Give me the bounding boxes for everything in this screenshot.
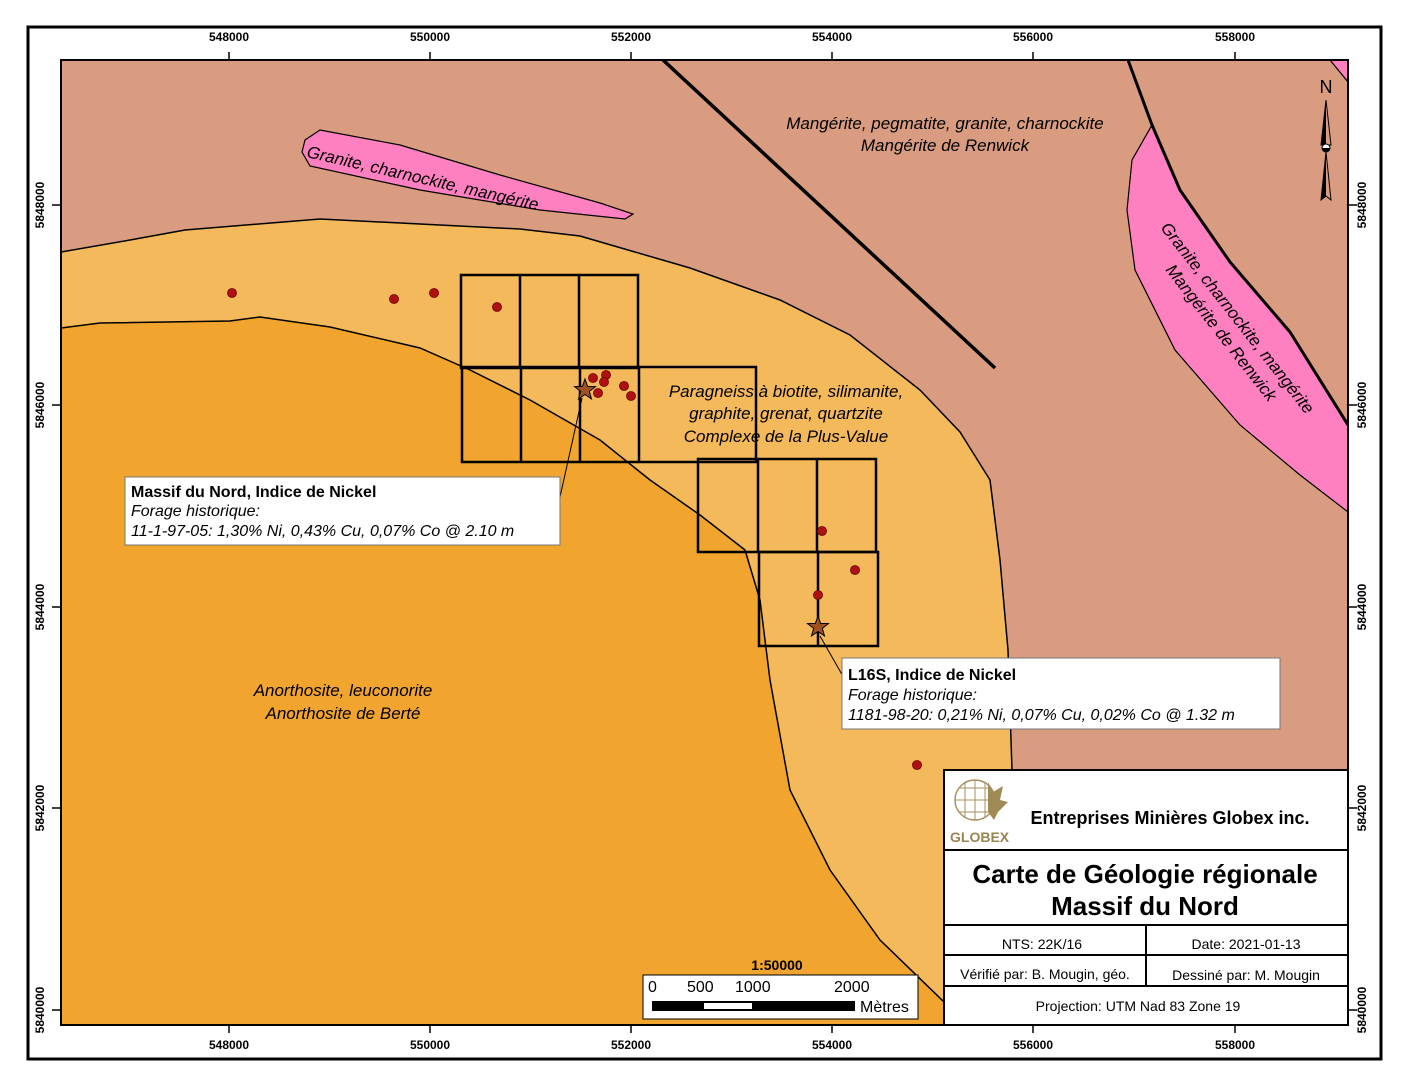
- showing-subtitle: Forage historique:: [848, 687, 977, 704]
- callout-leader: [559, 397, 583, 498]
- x-tick-label: 552000: [611, 1038, 651, 1052]
- x-tick-label: 548000: [209, 1038, 249, 1052]
- showing-result: 11-1-97-05: 1,30% Ni, 0,43% Cu, 0,07% Co…: [131, 523, 514, 540]
- label-paragneiss-line3: Complexe de la Plus-Value: [684, 427, 888, 446]
- showing-stars: [573, 377, 830, 638]
- map-inner-frame: [60, 59, 1349, 1026]
- projection: Projection: UTM Nad 83 Zone 19: [1036, 998, 1241, 1014]
- map-date: Date: 2021-01-13: [1192, 936, 1301, 952]
- fault-line: [1126, 60, 1348, 426]
- drillhole-marker: [817, 526, 827, 536]
- x-tick-label: 558000: [1215, 30, 1255, 44]
- drillhole-marker: [626, 391, 636, 401]
- drillhole-marker: [850, 565, 860, 575]
- drawn-by: Dessiné par: M. Mougin: [1172, 967, 1320, 983]
- map-title-line1: Carte de Géologie régionale: [972, 859, 1317, 889]
- scale-label: 500: [687, 979, 714, 996]
- y-tick-label: 5844000: [1355, 583, 1369, 630]
- drillhole-marker: [912, 760, 922, 770]
- y-tick-label: 5848000: [1355, 181, 1369, 228]
- y-tick-label: 5840000: [1355, 986, 1369, 1033]
- drillhole-marker: [227, 288, 237, 298]
- x-tick-label: 556000: [1013, 30, 1053, 44]
- verified-by: Vérifié par: B. Mougin, géo.: [960, 966, 1130, 982]
- y-tick-label: 5846000: [33, 381, 47, 428]
- drillhole-marker: [593, 388, 603, 398]
- scale-label: 0: [648, 979, 657, 996]
- title-block: GLOBEX Entreprises Minières Globex inc. …: [943, 769, 1348, 1025]
- showing-callout-l16s: L16S, Indice de Nickel Forage historique…: [841, 657, 1281, 730]
- showing-star-icon: [806, 614, 830, 638]
- y-tick-label: 5848000: [33, 181, 47, 228]
- drillhole-marker: [619, 381, 629, 391]
- showing-title: Massif du Nord, Indice de Nickel: [131, 484, 376, 501]
- coordinate-ticks: 548000 548000 550000 550000 552000 552000 5540…: [33, 30, 1369, 1052]
- label-mangerite-line2: Mangérite de Renwick: [861, 136, 1031, 155]
- label-paragneiss-line2: graphite, grenat, quartzite: [689, 404, 883, 423]
- scale-label: 1000: [735, 979, 771, 996]
- x-tick-label: 556000: [1013, 1038, 1053, 1052]
- y-tick-label: 5840000: [33, 986, 47, 1033]
- fault-line: [661, 60, 997, 370]
- unit-granite-corner: [1329, 60, 1348, 83]
- label-anorthosite-line2: Anorthosite de Berté: [265, 704, 421, 723]
- drillholes: [227, 288, 922, 770]
- x-tick-label: 550000: [410, 30, 450, 44]
- north-label: N: [1320, 77, 1333, 97]
- y-tick-label: 5844000: [33, 583, 47, 630]
- showing-subtitle: Forage historique:: [131, 503, 260, 520]
- drillhole-marker: [389, 294, 399, 304]
- map-body: Mangérite, pegmatite, granite, charnocki…: [61, 60, 1348, 1025]
- callout-leader: [819, 635, 845, 679]
- showing-title: L16S, Indice de Nickel: [848, 667, 1016, 684]
- showing-star-icon: [573, 377, 597, 401]
- claim-grid: [459, 273, 880, 648]
- drillhole-marker: [492, 302, 502, 312]
- y-tick-label: 5846000: [1355, 381, 1369, 428]
- logo-text: GLOBEX: [950, 829, 1010, 845]
- scale-unit: Mètres: [860, 999, 909, 1016]
- y-tick-label: 5842000: [33, 784, 47, 831]
- showing-callout-massif-du-nord: Massif du Nord, Indice de Nickel Forage …: [124, 476, 561, 546]
- north-arrow-icon: N: [1320, 77, 1333, 202]
- label-mangerite-line1: Mangérite, pegmatite, granite, charnocki…: [786, 114, 1104, 133]
- company-name: Entreprises Minières Globex inc.: [1030, 808, 1309, 828]
- x-tick-label: 550000: [410, 1038, 450, 1052]
- x-tick-label: 548000: [209, 30, 249, 44]
- scale-ratio: 1:50000: [751, 957, 803, 973]
- x-tick-label: 554000: [812, 30, 852, 44]
- scale-bar: 1:50000 0 500 1000 2000 Mètres: [642, 957, 919, 1020]
- scale-label: 2000: [834, 979, 870, 996]
- x-tick-label: 558000: [1215, 1038, 1255, 1052]
- map-title-line2: Massif du Nord: [1051, 891, 1239, 921]
- showing-result: 1181-98-20: 0,21% Ni, 0,07% Cu, 0,02% Co…: [848, 707, 1235, 724]
- drillhole-marker: [813, 590, 823, 600]
- globex-logo: GLOBEX: [950, 779, 1010, 845]
- x-tick-label: 554000: [812, 1038, 852, 1052]
- drillhole-marker: [588, 373, 598, 383]
- drillhole-marker: [429, 288, 439, 298]
- drillhole-marker: [599, 377, 609, 387]
- nts: NTS: 22K/16: [1002, 936, 1082, 952]
- y-tick-label: 5842000: [1355, 784, 1369, 831]
- label-paragneiss-line1: Paragneiss à biotite, silimanite,: [669, 382, 903, 401]
- unit-granite-lens: [301, 129, 635, 220]
- x-tick-label: 552000: [611, 30, 651, 44]
- label-anorthosite-line1: Anorthosite, leuconorite: [253, 681, 433, 700]
